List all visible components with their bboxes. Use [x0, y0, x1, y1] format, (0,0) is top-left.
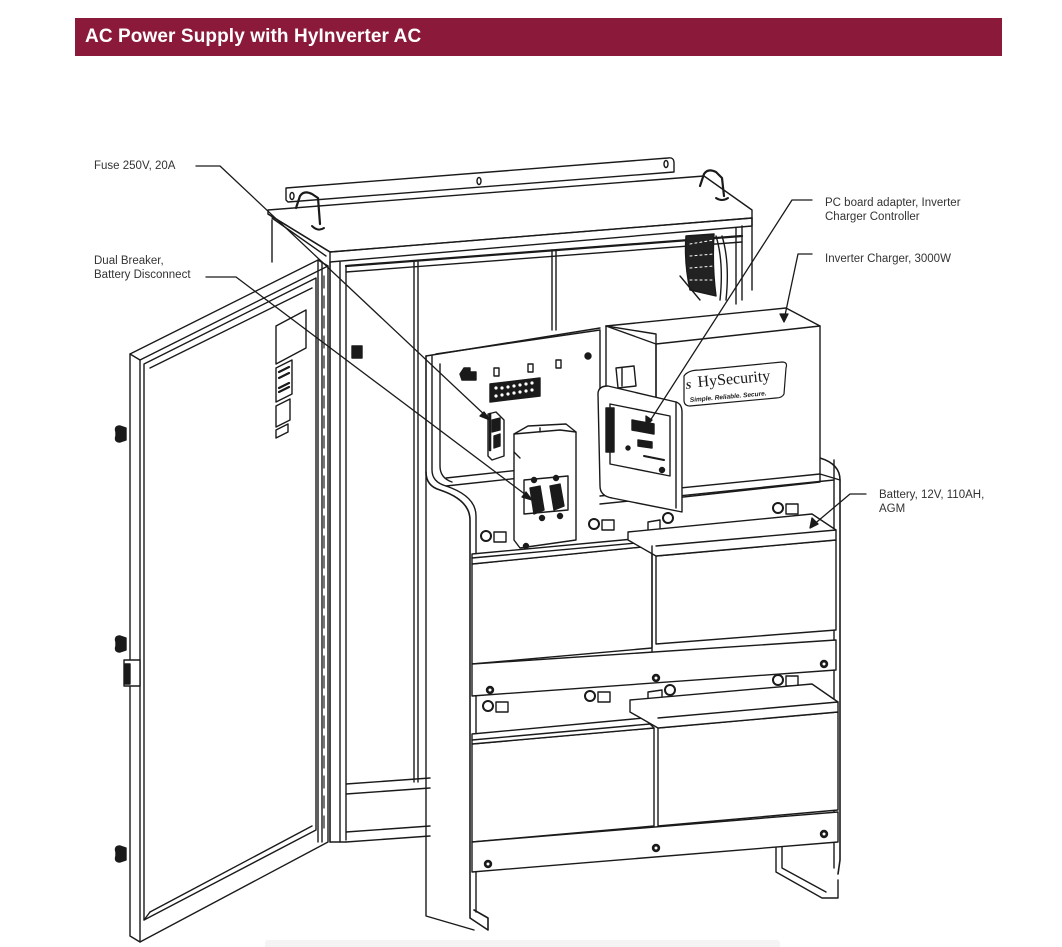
fuse-arrowhead — [479, 411, 491, 421]
dual-breaker-arrowhead — [521, 491, 533, 501]
dual-breaker — [513, 423, 577, 550]
callout-pc-board-line-2: Charger Controller — [825, 211, 920, 223]
svg-text:S: S — [685, 381, 692, 392]
battery-terminals-upper — [480, 502, 799, 543]
callout-dual-breaker-line-2: Battery Disconnect — [94, 269, 191, 281]
callout-inverter-charger-line-1: Inverter Charger, 3000W — [825, 253, 951, 265]
callout-fuse: Fuse 250V, 20A — [94, 159, 175, 173]
callout-inverter-charger: Inverter Charger, 3000W — [825, 252, 951, 266]
callout-pc-board-line-1: PC board adapter, Inverter — [825, 197, 961, 209]
back-panel-components — [351, 345, 592, 550]
door-handle — [123, 659, 141, 687]
callout-pc-board: PC board adapter, Inverter Charger Contr… — [825, 196, 961, 224]
logo-brand-text: HySecurity — [697, 368, 771, 391]
pc-board-adapter — [597, 385, 683, 513]
fuse-holder — [487, 411, 505, 461]
cabinet-body — [271, 217, 753, 843]
inverter-charger-arrowhead — [779, 313, 789, 323]
bottom-edge-shadow — [265, 940, 780, 947]
inverter-charger-leader-line — [783, 253, 813, 321]
pc-board-arrowhead — [645, 415, 653, 427]
cabinet-top — [267, 157, 753, 263]
leader-lines — [195, 165, 867, 529]
hysecurity-logo: HySecurity Simple. Reliable. Secure. S — [683, 361, 788, 407]
callout-dual-breaker: Dual Breaker, Battery Disconnect — [94, 254, 191, 282]
callout-battery-line-1: Battery, 12V, 110AH, — [879, 489, 985, 501]
fuse-leader-line — [195, 165, 489, 419]
junction-box — [351, 345, 363, 359]
terminal-block — [489, 377, 541, 403]
door-labels — [275, 309, 307, 439]
battery-arrowhead — [809, 517, 819, 529]
door-latches — [114, 425, 127, 863]
dual-breaker-leader-line — [205, 276, 531, 499]
cabinet-door — [114, 259, 329, 943]
callout-battery-line-2: AGM — [879, 503, 906, 515]
callout-dual-breaker-line-1: Dual Breaker, — [94, 255, 164, 267]
callout-battery: Battery, 12V, 110AH, AGM — [879, 488, 984, 516]
cooling-fan — [679, 233, 729, 301]
section-header: AC Power Supply with HyInverter AC — [75, 18, 1002, 56]
battery-leader-line — [811, 493, 867, 527]
batteries — [471, 502, 839, 873]
pc-board-leader-line — [647, 199, 813, 425]
section-title: AC Power Supply with HyInverter AC — [85, 26, 422, 47]
callout-fuse-line-1: Fuse 250V, 20A — [94, 160, 176, 172]
